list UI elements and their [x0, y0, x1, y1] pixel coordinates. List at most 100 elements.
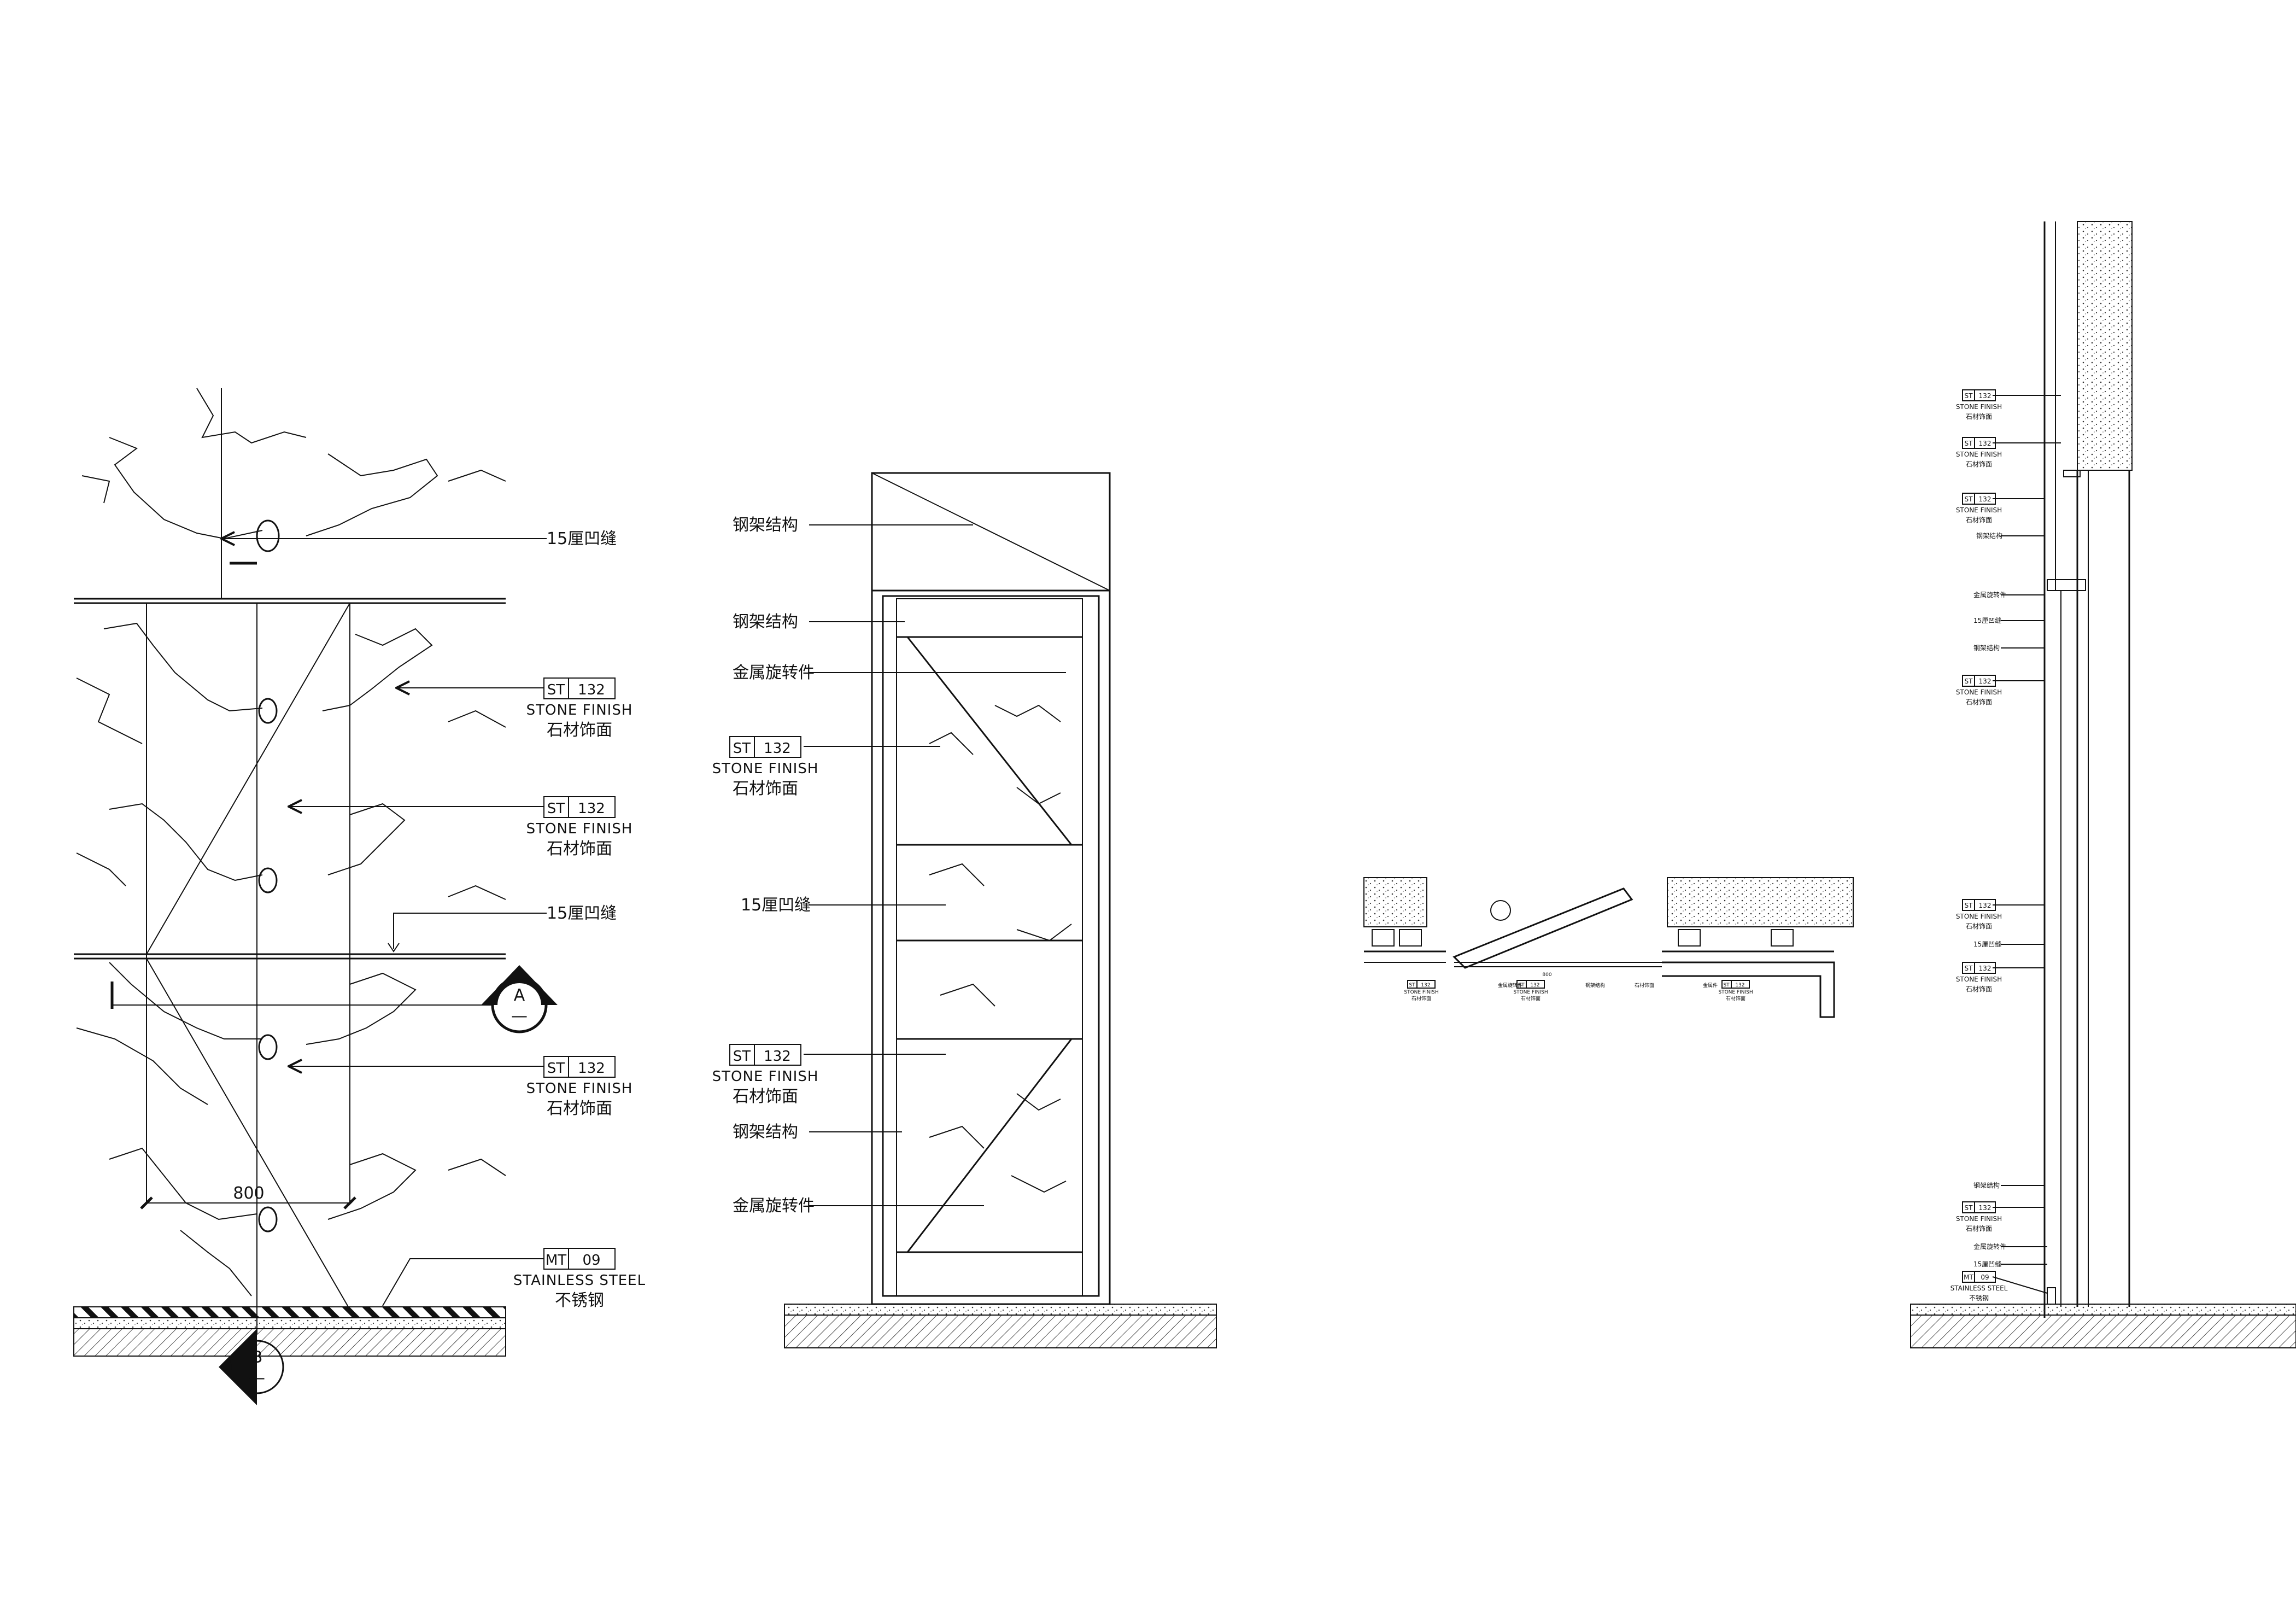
svg-text:ST: ST	[1723, 983, 1730, 988]
svg-text:132: 132	[1421, 983, 1430, 988]
svg-text:ST: ST	[733, 740, 751, 757]
svg-text:132: 132	[1979, 392, 1992, 400]
svg-text:ST: ST	[547, 1060, 565, 1077]
svg-text:ST: ST	[1965, 495, 1973, 503]
v3-note-d: 金属件	[1703, 982, 1718, 989]
svg-text:STONE FINISH: STONE FINISH	[712, 761, 819, 777]
svg-text:ST: ST	[1409, 983, 1415, 988]
tag-st-132: ST 132 STONE FINISH 石材饰面	[1513, 980, 1548, 1002]
tag-st-132: ST 132 STONE FINISH 石材饰面	[526, 1056, 633, 1118]
svg-text:STONE FINISH: STONE FINISH	[1404, 990, 1438, 995]
svg-text:STONE FINISH: STONE FINISH	[1513, 990, 1548, 995]
svg-text:不锈钢: 不锈钢	[555, 1291, 604, 1310]
tag-st-132: ST 132 STONE FINISH 石材饰面	[1404, 980, 1439, 1002]
tag-st-132: ST 132 STONE FINISH 石材饰面	[1718, 980, 1753, 1002]
svg-text:132: 132	[764, 1048, 791, 1065]
section-marker-a: A —	[481, 965, 558, 1033]
v2-note1: 钢架结构	[733, 516, 798, 535]
tag-st-132: ST 132 STONE FINISH 石材饰面	[1956, 1201, 2002, 1232]
section-marker-b: B —	[219, 1310, 284, 1405]
tag-st-132: ST 132 STONE FINISH 石材饰面	[1956, 493, 2002, 524]
svg-text:MT: MT	[1964, 1274, 1973, 1281]
svg-text:—: —	[511, 1007, 528, 1026]
svg-text:石材饰面: 石材饰面	[1521, 995, 1541, 1002]
svg-text:石材饰面: 石材饰面	[733, 1087, 798, 1106]
svg-text:STONE FINISH: STONE FINISH	[1956, 1215, 2002, 1223]
svg-text:ST: ST	[1965, 392, 1973, 400]
svg-text:石材饰面: 石材饰面	[1966, 698, 1992, 706]
svg-text:132: 132	[1979, 965, 1992, 972]
view3-plan-detail: ST 132 STONE FINISH 石材饰面 ST 132 STONE FI…	[1363, 877, 1854, 1018]
stone-vein-pattern	[76, 388, 506, 1296]
tag-st-132: ST 132 STONE FINISH 石材饰面	[712, 1044, 819, 1106]
svg-text:09: 09	[582, 1252, 600, 1269]
svg-text:石材饰面: 石材饰面	[1966, 460, 1992, 468]
svg-text:石材饰面: 石材饰面	[547, 839, 612, 858]
svg-text:石材饰面: 石材饰面	[1966, 516, 1992, 524]
svg-text:ST: ST	[1965, 1204, 1973, 1212]
svg-text:ST: ST	[1965, 440, 1973, 447]
svg-text:STONE FINISH: STONE FINISH	[712, 1068, 819, 1085]
v2-note3: 金属旋转件	[733, 663, 815, 682]
tag-mt-09: MT 09 STAINLESS STEEL 不锈钢	[513, 1248, 645, 1310]
svg-text:STONE FINISH: STONE FINISH	[1956, 975, 2002, 983]
svg-text:STONE FINISH: STONE FINISH	[1956, 688, 2002, 696]
svg-text:石材饰面: 石材饰面	[547, 721, 612, 740]
svg-text:STONE FINISH: STONE FINISH	[526, 1080, 633, 1097]
v2-note6: 金属旋转件	[733, 1196, 815, 1216]
svg-text:—: —	[249, 1369, 265, 1388]
tag-st-132: ST 132 STONE FINISH 石材饰面	[1956, 675, 2002, 706]
v2-note5: 钢架结构	[733, 1123, 798, 1142]
svg-text:STONE FINISH: STONE FINISH	[1956, 913, 2002, 920]
svg-text:ST: ST	[1965, 965, 1973, 972]
tag-st-132: ST 132 STONE FINISH 石材饰面	[1956, 389, 2002, 420]
v3-dim: 800	[1542, 972, 1551, 978]
v3-note-c: 石材饰面	[1635, 982, 1654, 989]
svg-text:132: 132	[764, 740, 791, 757]
svg-text:STONE FINISH: STONE FINISH	[526, 821, 633, 837]
svg-text:石材饰面: 石材饰面	[1726, 995, 1746, 1002]
svg-text:132: 132	[1979, 495, 1992, 503]
svg-text:ST: ST	[547, 801, 565, 817]
svg-text:132: 132	[1979, 440, 1992, 447]
svg-text:石材饰面: 石材饰面	[1966, 922, 1992, 930]
svg-text:STONE FINISH: STONE FINISH	[526, 702, 633, 718]
svg-text:B: B	[251, 1348, 263, 1367]
v4-note6: 钢架结构	[1973, 1181, 2000, 1189]
tag-st-132: ST 132 STONE FINISH 石材饰面	[1956, 962, 2002, 993]
svg-text:STONE FINISH: STONE FINISH	[1718, 990, 1753, 995]
v4-note7: 金属旋转件	[1973, 1242, 2006, 1251]
tag-mt-09: MT 09 STAINLESS STEEL 不锈钢	[1951, 1271, 2008, 1302]
svg-text:石材饰面: 石材饰面	[733, 779, 798, 798]
svg-text:不锈钢: 不锈钢	[1969, 1294, 1989, 1302]
svg-text:MT: MT	[546, 1252, 566, 1269]
svg-text:ST: ST	[733, 1048, 751, 1065]
svg-text:ST: ST	[547, 682, 565, 698]
svg-text:ST: ST	[1965, 902, 1973, 909]
v3-note-b: 钢架结构	[1585, 982, 1605, 989]
svg-text:132: 132	[1979, 677, 1992, 685]
svg-text:石材饰面: 石材饰面	[1411, 995, 1431, 1002]
note-groove-mid: 15厘凹缝	[547, 904, 617, 923]
svg-text:132: 132	[1979, 902, 1992, 909]
svg-text:石材饰面: 石材饰面	[1966, 1225, 1992, 1232]
dimension-800: 800	[233, 1184, 264, 1203]
tag-st-132: ST 132 STONE FINISH 石材饰面	[712, 736, 819, 798]
svg-text:A: A	[514, 986, 525, 1005]
v4-note3: 15厘凹缝	[1973, 616, 2001, 624]
v4-note1: 钢架结构	[1976, 531, 2002, 540]
v4-note5: 15厘凹缝	[1973, 940, 2001, 948]
svg-text:ST: ST	[1965, 677, 1973, 685]
tag-st-132: ST 132 STONE FINISH 石材饰面	[1956, 437, 2002, 468]
svg-text:132: 132	[1530, 983, 1539, 988]
svg-text:132: 132	[1979, 1204, 1992, 1212]
svg-text:STONE FINISH: STONE FINISH	[1956, 451, 2002, 458]
svg-text:STONE FINISH: STONE FINISH	[1956, 506, 2002, 514]
v4-note4: 钢架结构	[1973, 644, 2000, 652]
svg-text:ST: ST	[1518, 983, 1525, 988]
svg-text:132: 132	[578, 1060, 605, 1077]
svg-text:石材饰面: 石材饰面	[547, 1099, 612, 1118]
tag-st-132: ST 132 STONE FINISH 石材饰面	[1956, 899, 2002, 930]
svg-text:石材饰面: 石材饰面	[1966, 413, 1992, 420]
